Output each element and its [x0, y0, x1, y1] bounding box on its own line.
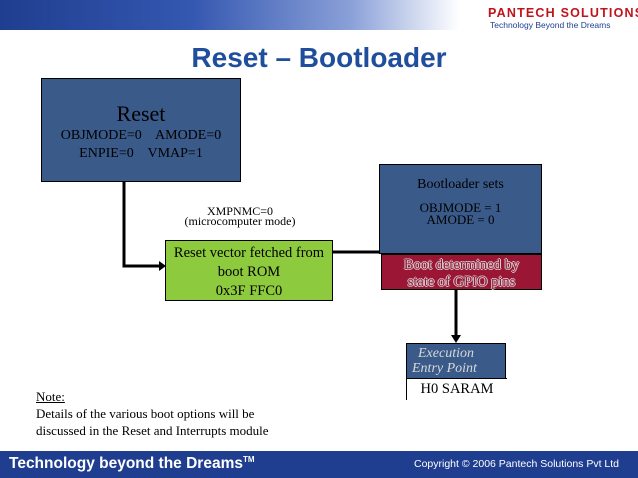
execution-line-2: Entry Point — [412, 361, 477, 376]
boot-determined-line-2: state of GPIO pins — [407, 274, 516, 290]
note-line-2: discussed in the Reset and Interrupts mo… — [36, 423, 269, 438]
reset-to-vector-arrow — [122, 182, 159, 268]
xmpnmc-line-2: (microcomputer mode) — [184, 214, 296, 228]
footer-bar: Technology beyond the DreamsTM Copyright… — [0, 451, 638, 478]
bootdet-to-execution-arrowhead — [451, 335, 461, 343]
boot-determined-line-1: Boot determined by — [403, 257, 520, 273]
bootloader-box-heading: Bootloader sets — [417, 177, 504, 192]
trademark-mark: TM — [242, 455, 255, 464]
execution-line-3: H0 SARAM — [407, 378, 507, 400]
boot-determined-box: Boot determined by state of GPIO pins — [381, 254, 542, 290]
reset-vector-box: Reset vector fetched from boot ROM 0x3F … — [165, 240, 333, 301]
reset-vector-line-2: boot ROM — [217, 264, 281, 280]
reset-box: Reset OBJMODE=0 AMODE=0 ENPIE=0 VMAP=1 — [41, 78, 241, 182]
header-gradient-bar — [0, 0, 638, 30]
slide-title: Reset – Bootloader — [191, 42, 447, 73]
reset-to-vector-arrowhead — [159, 261, 166, 271]
company-logo: PANTECH SOLUTIONS Technology Beyond the … — [488, 6, 638, 30]
reset-box-line-2: ENPIE=0 VMAP=1 — [79, 146, 203, 161]
reset-vector-line-3: 0x3F FFC0 — [215, 283, 283, 299]
logo-text: PANTECH SOLUTIONS — [488, 6, 638, 20]
note-line-1: Details of the various boot options will… — [36, 406, 255, 421]
xmpnmc-line-1: XMPNMC=0 — [206, 204, 274, 218]
reset-box-heading: Reset — [116, 101, 166, 126]
reset-vector-line-1: Reset vector fetched from — [173, 245, 325, 261]
note-block: Note: Details of the various boot option… — [36, 388, 269, 439]
note-heading: Note: — [36, 389, 65, 404]
bootloader-box-line-2: AMODE = 0 — [426, 212, 495, 227]
footer-copyright: Copyright © 2006 Pantech Solutions Pvt L… — [414, 458, 620, 470]
footer-tagline-text: Technology beyond the Dreams — [9, 455, 243, 473]
execution-entry-box: Execution Entry Point H0 SARAM — [406, 343, 507, 400]
footer-tagline: Technology beyond the DreamsTM — [9, 455, 255, 473]
reset-box-line-1: OBJMODE=0 AMODE=0 — [60, 128, 222, 143]
bootloader-box: Bootloader sets OBJMODE = 1 AMODE = 0 — [379, 164, 542, 254]
execution-line-1: Execution — [418, 346, 474, 361]
bootloader-box-line-1: OBJMODE = 1 — [419, 200, 502, 215]
xmpnmc-label: XMPNMC=0 (microcomputer mode) — [175, 204, 305, 228]
logo-tagline: Technology Beyond the Dreams — [490, 20, 611, 30]
